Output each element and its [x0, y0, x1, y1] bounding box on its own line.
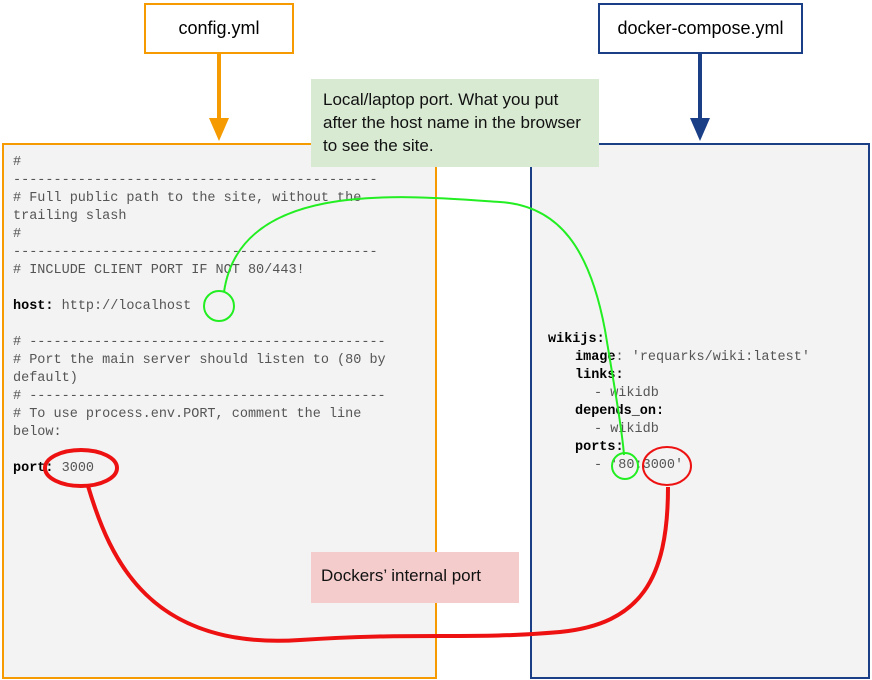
config-line: ----------------------------------------…	[13, 173, 378, 188]
ports-separator: :	[615, 440, 624, 455]
config-line: below:	[13, 425, 62, 440]
depends-separator: :	[656, 404, 665, 419]
config-host-line: host: http://localhost	[13, 298, 191, 316]
compose-ports-item: - '80:3000'	[594, 458, 684, 473]
compose-image-line: image: 'requarks/wiki:latest'	[575, 349, 810, 367]
compose-code-panel: wikijs: image: 'requarks/wiki:latest' li…	[530, 143, 870, 679]
links-separator: :	[615, 368, 624, 383]
compose-links-item: - wikidb	[594, 386, 659, 401]
depends-key: depends_on	[575, 404, 657, 419]
config-arrow	[209, 54, 229, 141]
config-line: #	[13, 155, 22, 170]
docker-internal-port-note: Dockers’ internal port	[311, 552, 519, 603]
config-file-name: config.yml	[178, 18, 260, 38]
config-port-line: port: 3000	[13, 460, 94, 478]
config-line: # To use process.env.PORT, comment the l…	[13, 407, 362, 422]
compose-depends-line: depends_on:	[575, 403, 664, 421]
compose-depends-item: - wikidb	[594, 422, 659, 437]
config-line: # Full public path to the site, without …	[13, 191, 362, 206]
config-line: default)	[13, 371, 78, 386]
config-line: # --------------------------------------…	[13, 389, 386, 404]
config-line: #	[13, 227, 22, 242]
config-line: # INCLUDE CLIENT PORT IF NOT 80/443!	[13, 263, 305, 278]
compose-arrow	[690, 54, 710, 141]
compose-service-line: wikijs:	[548, 331, 605, 349]
compose-file-name: docker-compose.yml	[617, 18, 784, 38]
config-line: trailing slash	[13, 209, 127, 224]
compose-links-line: links:	[575, 367, 624, 385]
service-key: wikijs:	[548, 332, 605, 347]
config-line: # Port the main server should listen to …	[13, 353, 386, 368]
config-line: ----------------------------------------…	[13, 245, 378, 260]
host-value: http://localhost	[53, 299, 192, 314]
host-separator: :	[45, 299, 54, 314]
config-line: # --------------------------------------…	[13, 335, 386, 350]
compose-ports-line: ports:	[575, 439, 624, 457]
ports-key: ports	[575, 440, 616, 455]
config-file-label: config.yml	[144, 3, 294, 54]
port-value: 3000	[53, 461, 95, 476]
host-key: host	[13, 299, 46, 314]
links-key: links	[575, 368, 616, 383]
compose-file-label: docker-compose.yml	[598, 3, 803, 54]
port-key: port	[13, 461, 46, 476]
local-port-note: Local/laptop port. What you put after th…	[311, 79, 599, 167]
image-value: : 'requarks/wiki:latest'	[615, 350, 810, 365]
port-separator: :	[45, 461, 54, 476]
image-key: image	[575, 350, 616, 365]
